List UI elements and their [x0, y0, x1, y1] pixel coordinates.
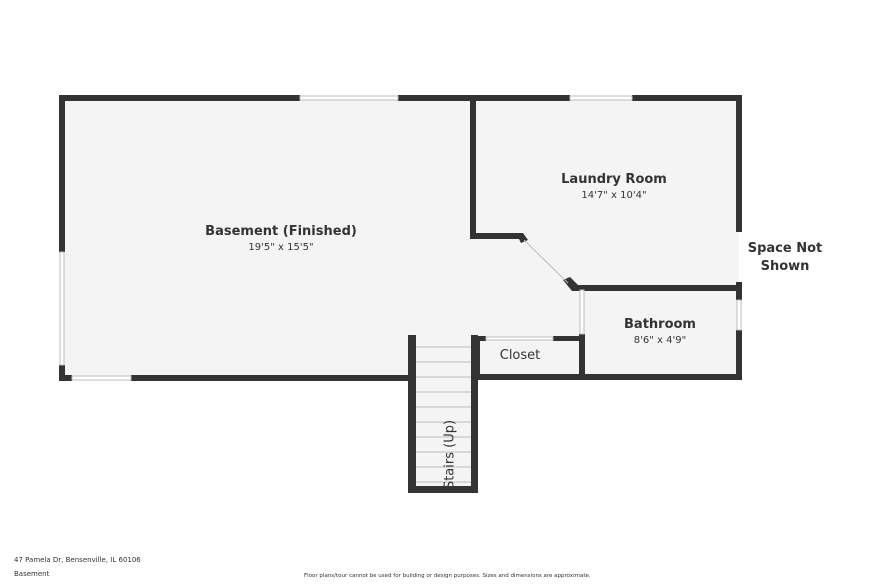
stair-treads [416, 346, 471, 483]
walls [59, 95, 742, 493]
room-name-bathroom: Bathroom [624, 317, 696, 332]
room-name-laundry: Laundry Room [561, 172, 667, 187]
address: 47 Pamela Dr, Bensenville, IL 60106 [14, 556, 141, 564]
room-name-basement: Basement (Finished) [205, 224, 357, 239]
floors [62, 98, 739, 491]
room-dims-laundry: 14'7" x 10'4" [581, 190, 647, 201]
room-dims-basement: 19'5" x 15'5" [248, 242, 314, 253]
room-dims-bathroom: 8'6" x 4'9" [633, 335, 687, 346]
windows-doors [59, 95, 742, 381]
room-name-stairs: Stairs (Up) [442, 419, 458, 490]
room-name-closet: Closet [499, 348, 541, 363]
space-not-shown-label: Space Not Shown [747, 241, 823, 274]
disclaimer: Floor plans/tour cannot be used for buil… [304, 573, 591, 579]
level-name: Basement [14, 570, 50, 578]
